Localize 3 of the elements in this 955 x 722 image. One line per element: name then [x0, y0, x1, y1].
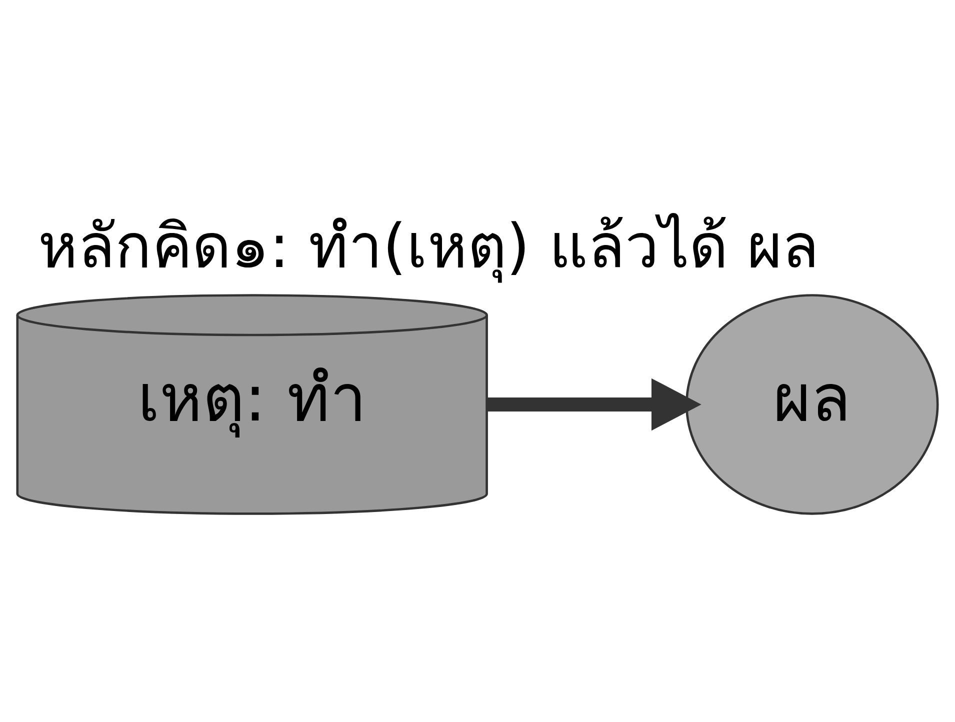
- node-ellipse: ผล: [685, 294, 939, 514]
- arrow: [488, 378, 702, 430]
- diagram-title: หลักคิด๑: ทำ(เหตุ) แล้วได้ ผล: [38, 211, 820, 282]
